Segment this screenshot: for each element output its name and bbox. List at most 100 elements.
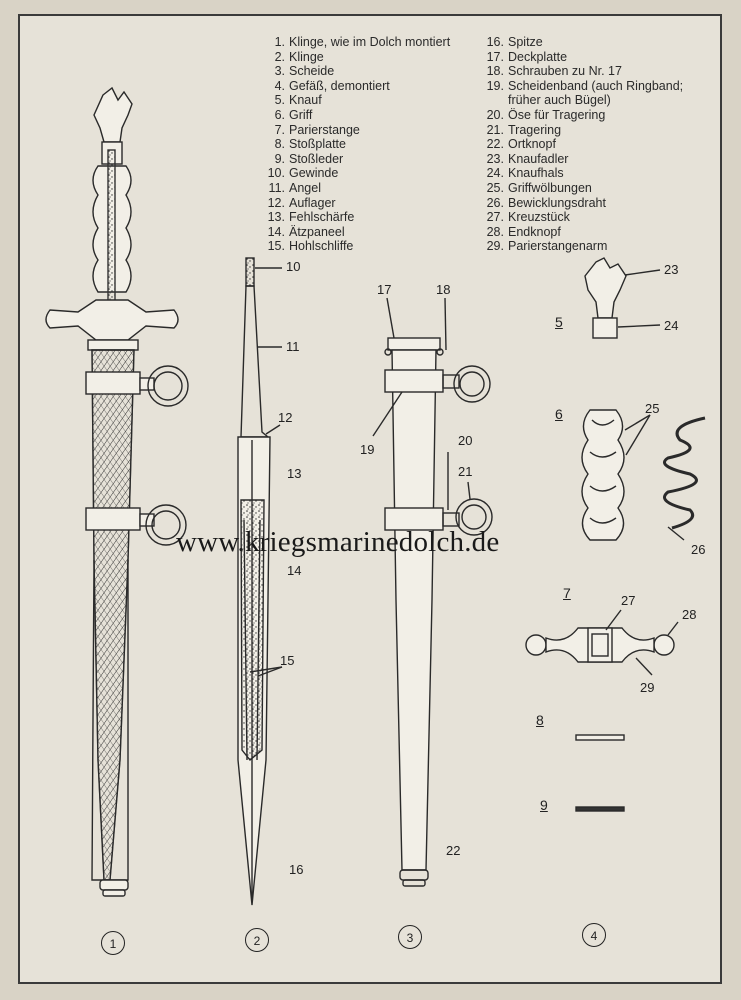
legend-item-number: 18.: [486, 64, 504, 79]
legend-item-text: Angel: [289, 180, 321, 195]
legend-item-number: 3.: [274, 64, 285, 79]
callout-20: 20: [458, 433, 473, 448]
legend-item-number: 4.: [274, 78, 285, 93]
part-number-8: 8: [536, 712, 544, 728]
legend-item-number: 26.: [486, 195, 504, 210]
part-number-6: 6: [555, 406, 563, 422]
legend-item-number: 8.: [274, 137, 285, 152]
figure-number-1: 1: [101, 931, 125, 955]
figure-1-assembled-dagger: [45, 86, 189, 897]
legend-item: 21.Tragering: [482, 123, 683, 138]
legend-item: 23. Knaufadler: [482, 152, 683, 167]
legend-item: 11. Angel: [263, 181, 450, 196]
legend-item: 7.Parierstange: [263, 123, 450, 138]
legend-item-text: Scheide: [289, 64, 335, 79]
legend-item: 25. Griffwölbungen: [482, 181, 683, 196]
legend-item-number: 14.: [267, 224, 285, 239]
legend-item: 13.Fehlschärfe: [263, 210, 450, 225]
legend-item: 9. Stoßleder: [263, 152, 450, 167]
callout-24: 24: [664, 318, 679, 333]
legend-item: 16. Spitze: [482, 35, 683, 50]
legend-item-text: Scheidenband (auch Ringband;: [508, 78, 684, 93]
legend-item-number: 22.: [486, 137, 504, 152]
legend-item: 26.Bewicklungsdraht: [482, 196, 683, 211]
figure-number-3: 3: [398, 925, 422, 949]
legend-item: 4. Gefäß, demontiert: [263, 79, 450, 94]
legend-item: 14.Ätzpaneel: [263, 225, 450, 240]
legend-item: 29. Parierstangenarm: [482, 239, 683, 254]
legend-item-text: Griff: [289, 107, 313, 122]
legend-item-text: Parierstange: [289, 122, 360, 137]
callout-10: 10: [286, 259, 301, 274]
legend-item: früher auch Bügel): [482, 93, 683, 108]
legend-item-number: 16.: [486, 35, 504, 49]
legend-item: 28. Endknopf: [482, 225, 683, 240]
legend-item-number: 2.: [274, 49, 285, 64]
legend-item-number: 9.: [274, 151, 285, 166]
legend-item-number: 11.: [268, 180, 285, 195]
callout-18: 18: [436, 282, 451, 297]
legend-item-number: 28.: [486, 224, 504, 239]
legend-item-number: 17.: [486, 49, 504, 64]
legend-item-number: 27.: [486, 210, 504, 225]
legend-item-text: Knaufadler: [508, 151, 569, 166]
legend-item-text: Gewinde: [289, 166, 339, 181]
callout-22: 22: [446, 843, 461, 858]
legend-item: 12. Auflager: [263, 196, 450, 211]
callout-26: 26: [691, 542, 706, 557]
figure-2-blade: [237, 257, 283, 906]
legend-item-text: früher auch Bügel): [508, 93, 611, 108]
legend-item-text: Auflager: [289, 195, 336, 210]
legend-item-number: 25.: [486, 180, 504, 195]
part-9-leather: [575, 806, 625, 812]
legend-item-number: 29.: [486, 239, 504, 254]
legend-item-text: Kreuzstück: [508, 210, 570, 225]
legend-item-text: Stoßleder: [289, 151, 344, 166]
watermark-url: www.kriegsmarinedolch.de: [176, 526, 500, 558]
legend-item-number: 23.: [486, 151, 504, 166]
part-number-7: 7: [563, 585, 571, 601]
legend-item: 27. Kreuzstück: [482, 210, 683, 225]
legend-item: 19.Scheidenband (auch Ringband;: [482, 78, 684, 94]
legend-item-text: Deckplatte: [508, 49, 568, 64]
legend-item: 22.Ortknopf: [482, 137, 683, 152]
callout-12: 12: [278, 410, 293, 425]
legend-item-text: Hohlschliffe: [289, 239, 354, 254]
legend-item-number: 24.: [486, 166, 504, 181]
legend-item-text: Klinge, wie im Dolch montiert: [289, 35, 451, 49]
legend-item-number: 15.: [267, 239, 285, 254]
callout-16: 16: [289, 862, 304, 877]
legend-item-number: 12.: [267, 195, 285, 210]
callout-14: 14: [287, 563, 302, 578]
legend-item-number: 10.: [267, 166, 285, 181]
callout-21: 21: [458, 464, 473, 479]
figure-3-scabbard: [372, 297, 493, 887]
legend-right: 16. Spitze 17. Deckplatte 18. Schrauben zu Nr…: [482, 35, 684, 254]
callout-28: 28: [682, 607, 697, 622]
figure-number-2: 2: [245, 928, 269, 952]
legend-item-text: Griffwölbungen: [508, 180, 592, 195]
legend-item-number: 5.: [274, 93, 285, 108]
legend-item: 10. Gewinde: [263, 166, 450, 181]
legend-item: 3. Scheide: [263, 64, 450, 79]
callout-23: 23: [664, 262, 679, 277]
callout-25: 25: [645, 401, 660, 416]
legend-item-text: Schrauben zu Nr. 17: [508, 64, 622, 79]
legend-item-text: Stoßplatte: [289, 137, 346, 152]
legend-item-text: Endknopf: [508, 224, 561, 239]
legend-item: 2.Klinge: [263, 50, 450, 65]
callout-27: 27: [621, 593, 636, 608]
legend-item-number: 1.: [274, 35, 285, 49]
part-5-pommel: [584, 257, 661, 339]
legend-item: 15. Hohlschliffe: [263, 239, 450, 254]
legend-item-text: Gefäß, demontiert: [289, 78, 390, 93]
legend-item-text: Parierstangenarm: [508, 239, 608, 254]
part-7-crossguard: [525, 609, 679, 676]
legend-item-text: Tragering: [508, 122, 562, 137]
part-number-5: 5: [555, 314, 563, 330]
legend-item-text: Öse für Tragering: [508, 107, 606, 122]
legend-item: 20.Öse für Tragering: [482, 108, 683, 123]
legend-item-number: 6.: [274, 107, 285, 122]
legend-item-text: Knaufhals: [508, 166, 564, 181]
legend-item-text: Spitze: [508, 35, 543, 49]
